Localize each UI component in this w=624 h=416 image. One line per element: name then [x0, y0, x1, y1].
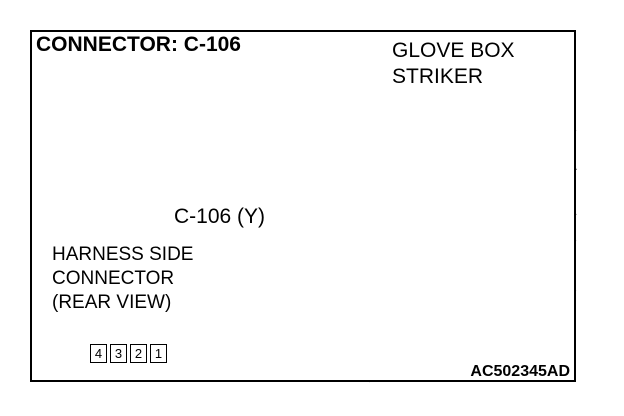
harness-side-connector-label: HARNESS SIDE CONNECTOR (REAR VIEW): [50, 243, 196, 315]
figure-code: AC502345AD: [468, 363, 572, 380]
pin-4: 4: [90, 344, 107, 363]
page-title: CONNECTOR: C-106: [34, 33, 243, 56]
diagram-frame: [30, 30, 576, 382]
pin-1: 1: [150, 344, 167, 363]
glove-box-striker-label: GLOVE BOX STRIKER: [392, 39, 515, 88]
connector-callout-label: C-106 (Y): [172, 205, 268, 228]
pin-3: 3: [110, 344, 127, 363]
pin-2: 2: [130, 344, 147, 363]
